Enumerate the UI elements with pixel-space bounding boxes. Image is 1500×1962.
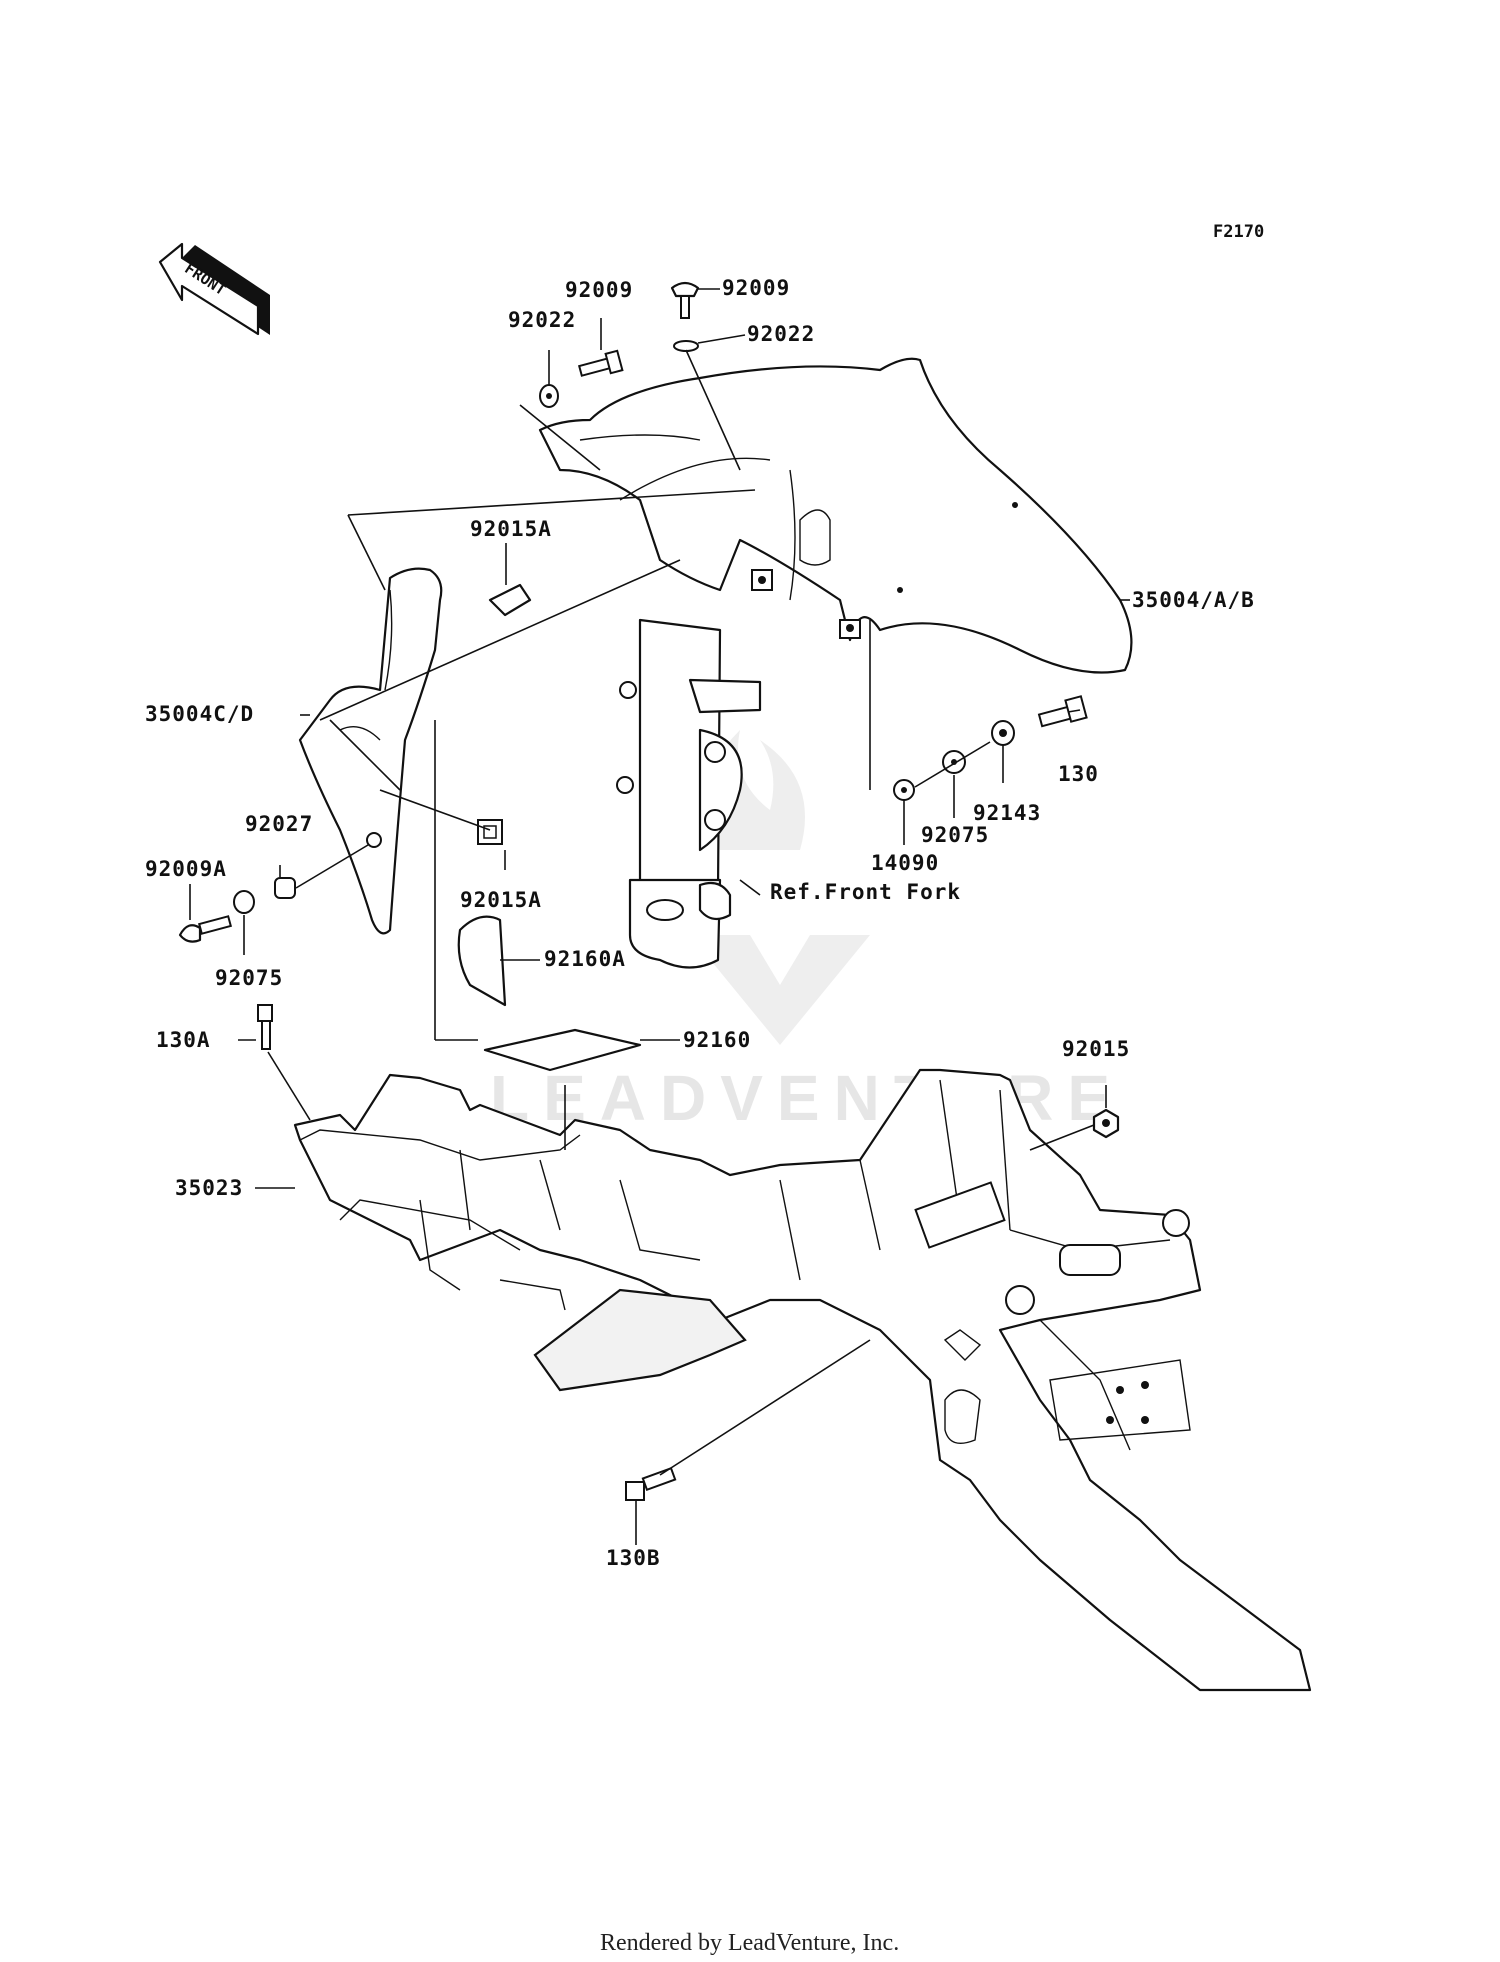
callout-35023: 35023: [175, 1176, 243, 1200]
leader-lines: [189, 288, 1130, 1545]
front-fender: [538, 357, 1133, 674]
callout-130B: 130B: [606, 1546, 661, 1570]
callout-92027: 92027: [245, 812, 313, 836]
callout-ref-front-fork: Ref.Front Fork: [770, 880, 961, 904]
diagram-code: F2170: [1213, 222, 1264, 242]
hardware-parts: [178, 281, 1120, 1501]
watermark: LEADVENTURE: [490, 730, 1110, 1134]
callout-92009-right: 92009: [722, 276, 790, 300]
callout-92009A: 92009A: [145, 857, 227, 881]
callout-92075-right: 92075: [921, 823, 989, 847]
callout-92075-left: 92075: [215, 966, 283, 990]
callout-92022-right: 92022: [747, 322, 815, 346]
rear-undertray: [293, 1068, 1312, 1692]
callout-130: 130: [1058, 762, 1099, 786]
callout-130A: 130A: [156, 1028, 211, 1052]
callout-92160A: 92160A: [544, 947, 626, 971]
callout-92015: 92015: [1062, 1037, 1130, 1061]
callout-14090: 14090: [871, 851, 939, 875]
callout-labels: 92009 92009 92022 92022 92015A 35004/A/B…: [145, 276, 1255, 1570]
callout-35004AB: 35004/A/B: [1132, 588, 1255, 612]
callout-92009-left: 92009: [565, 278, 633, 302]
callout-92160: 92160: [683, 1028, 751, 1052]
fender-inner-cover: [298, 567, 443, 935]
front-fork-reference: [616, 618, 762, 969]
callout-92143: 92143: [973, 801, 1041, 825]
callout-35004CD: 35004C/D: [145, 702, 254, 726]
callout-92015A-bottom: 92015A: [460, 888, 542, 912]
footer-credit: Rendered by LeadVenture, Inc.: [600, 1930, 899, 1956]
callout-92022-left: 92022: [508, 308, 576, 332]
callout-92015A-top: 92015A: [470, 517, 552, 541]
front-direction-arrow: FRONT: [158, 242, 270, 336]
